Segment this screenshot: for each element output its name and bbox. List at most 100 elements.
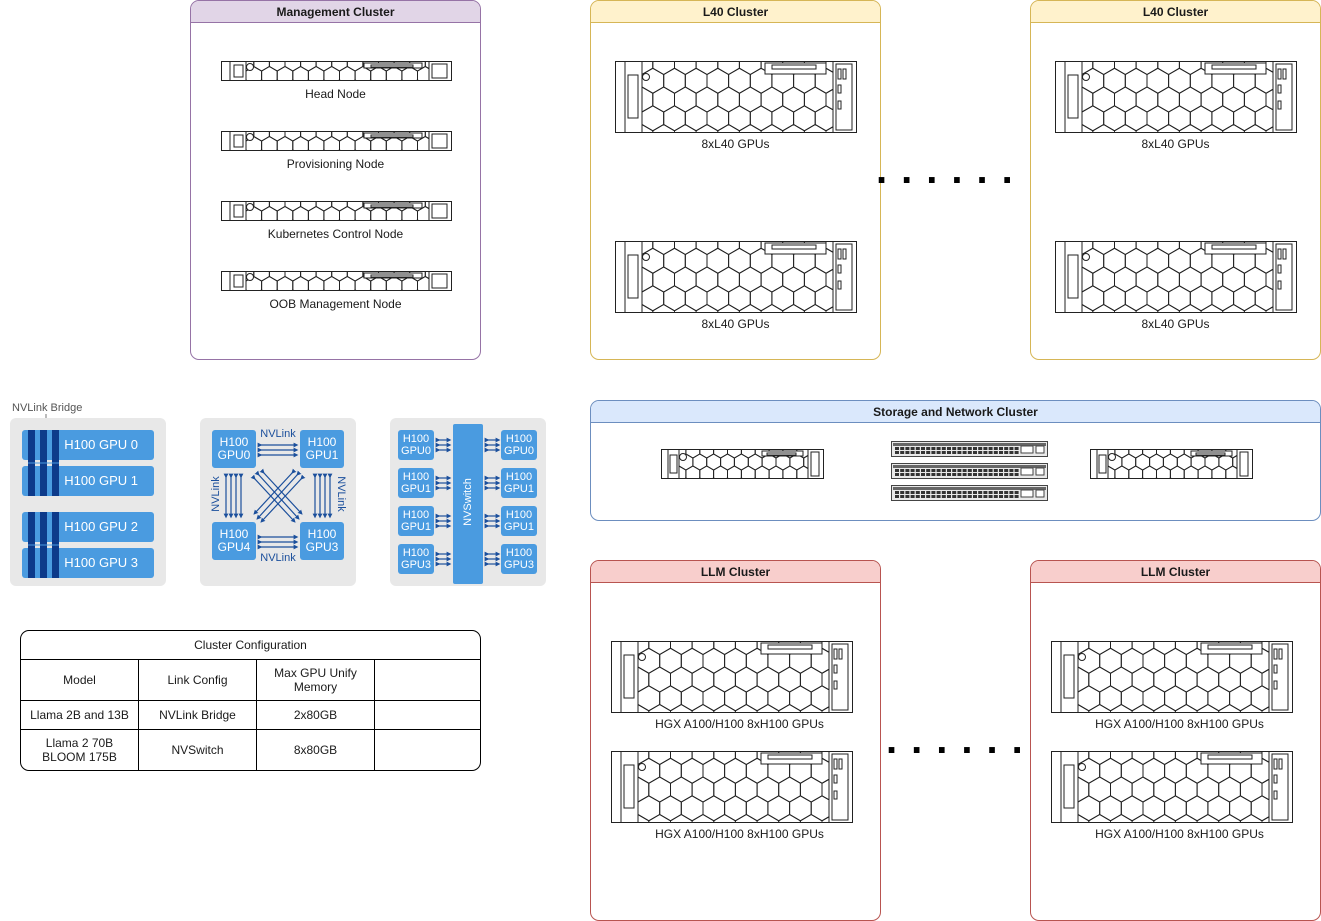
storage-server-icon [661, 449, 824, 479]
table-cell: NVSwitch [139, 730, 257, 770]
server-4u-icon [1055, 241, 1297, 313]
gpu-label: H100 GPU 2 [64, 519, 138, 534]
gpu-label: H100 [505, 471, 533, 483]
gpu-label: H100 [307, 435, 337, 449]
gpu-label: GPU0 [217, 448, 251, 462]
server-1u-icon [221, 61, 452, 81]
nvlink-bridge-topology: H100 GPU 0 H100 GPU 1 H100 GPU 2 H100 GP… [10, 418, 166, 586]
gpu-label: H100 [307, 527, 337, 541]
storage-server-icon [1090, 449, 1253, 479]
table-cell: Llama 2 70B BLOOM 175B [21, 730, 139, 770]
gpu-label: GPU0 [401, 445, 431, 457]
server-4u-icon [1051, 641, 1293, 713]
nvlink-bridge-bars-icon [28, 430, 59, 578]
gpu-label: H100 [219, 435, 249, 449]
gpu-label: H100 [505, 433, 533, 445]
gpu-label: H100 [505, 547, 533, 559]
server-4u-icon [611, 751, 853, 823]
storage-cluster-title: Storage and Network Cluster [591, 401, 1320, 423]
llm-cluster: LLM Cluster HGX A100/H100 8xH100 GPUs HG… [590, 560, 881, 921]
table-row: Llama 2B and 13B NVLink Bridge 2x80GB [21, 701, 480, 730]
table-cell: Llama 2B and 13B [21, 701, 139, 730]
gpu-label: H100 GPU 1 [64, 473, 138, 488]
server-4u-icon [1055, 61, 1297, 133]
gpu-label: H100 [402, 509, 430, 521]
gpu-label: GPU3 [305, 540, 339, 554]
server-label: 8xL40 GPUs [1141, 317, 1210, 331]
gpu-label: H100 GPU 3 [64, 555, 138, 570]
gpu-label: GPU1 [401, 483, 431, 495]
server-label: 8xL40 GPUs [1141, 137, 1210, 151]
gpu-label: H100 [402, 433, 430, 445]
gpu-label: GPU1 [401, 521, 431, 533]
llm-cluster: LLM Cluster HGX A100/H100 8xH100 GPUs HG… [1030, 560, 1321, 921]
server-4u-icon [611, 641, 853, 713]
node-label: OOB Management Node [269, 297, 402, 311]
llm-cluster-title: LLM Cluster [1031, 561, 1320, 583]
gpu-label: GPU0 [504, 445, 534, 457]
table-header: Max GPU Unify Memory [257, 660, 375, 701]
gpu-label: H100 [402, 471, 430, 483]
gpu-label: H100 GPU 0 [64, 437, 138, 452]
gpu-label: GPU3 [401, 559, 431, 571]
network-switch-icon [891, 441, 1048, 457]
gpu-label: H100 [219, 527, 249, 541]
storage-network-cluster: Storage and Network Cluster [590, 400, 1321, 521]
table-cell: 2x80GB [257, 701, 375, 730]
gpu-label: GPU3 [504, 559, 534, 571]
node-label: Provisioning Node [286, 157, 385, 171]
server-4u-icon [615, 241, 857, 313]
table-cell [375, 701, 480, 730]
table-cell: NVLink Bridge [139, 701, 257, 730]
table-cell [375, 730, 480, 770]
gpu-label: GPU4 [217, 540, 251, 554]
ellipsis-llm: ...... [886, 718, 1037, 762]
node-label: Kubernetes Control Node [267, 227, 404, 241]
server-label: 8xL40 GPUs [701, 317, 770, 331]
cluster-configuration-table: Cluster Configuration Model Link Config … [20, 630, 481, 771]
llm-cluster-title: LLM Cluster [591, 561, 880, 583]
server-1u-icon [221, 201, 452, 221]
l40-cluster: L40 Cluster 8xL40 GPUs 8xL40 GPUs [1030, 0, 1321, 360]
server-1u-icon [221, 131, 452, 151]
nvlink-mesh-arrows-icon [223, 442, 333, 550]
table-row: Llama 2 70B BLOOM 175B NVSwitch 8x80GB [21, 730, 480, 770]
table-header [375, 660, 480, 701]
nvlink-label-bottom: NVLink [260, 552, 296, 564]
gpu-label: GPU1 [504, 483, 534, 495]
l40-cluster-title: L40 Cluster [1031, 1, 1320, 23]
gpu-label: H100 [505, 509, 533, 521]
server-label: HGX A100/H100 8xH100 GPUs [1095, 827, 1264, 841]
server-label: HGX A100/H100 8xH100 GPUs [655, 827, 824, 841]
management-cluster: Management Cluster Head Node Provisionin… [190, 0, 481, 360]
server-4u-icon [1051, 751, 1293, 823]
table-cell: 8x80GB [257, 730, 375, 770]
node-label: Head Node [305, 87, 366, 101]
network-switch-icon [891, 485, 1048, 501]
nvswitch-bar: NVSwitch [453, 424, 483, 584]
ellipsis-l40: ...... [876, 148, 1027, 192]
table-title: Cluster Configuration [21, 631, 480, 660]
network-switch-icon [891, 463, 1048, 479]
l40-cluster-title: L40 Cluster [591, 1, 880, 23]
nvlink-bridge-label: NVLink Bridge [12, 402, 83, 414]
l40-cluster: L40 Cluster 8xL40 GPUs 8xL40 GPUs [590, 0, 881, 360]
table-header: Model [21, 660, 139, 701]
server-4u-icon [615, 61, 857, 133]
gpu-label: GPU1 [305, 448, 339, 462]
nvswitch-arrows-icon [435, 437, 501, 567]
gpu-label: H100 [402, 547, 430, 559]
bridge-connector-icon [26, 414, 65, 436]
server-label: 8xL40 GPUs [701, 137, 770, 151]
